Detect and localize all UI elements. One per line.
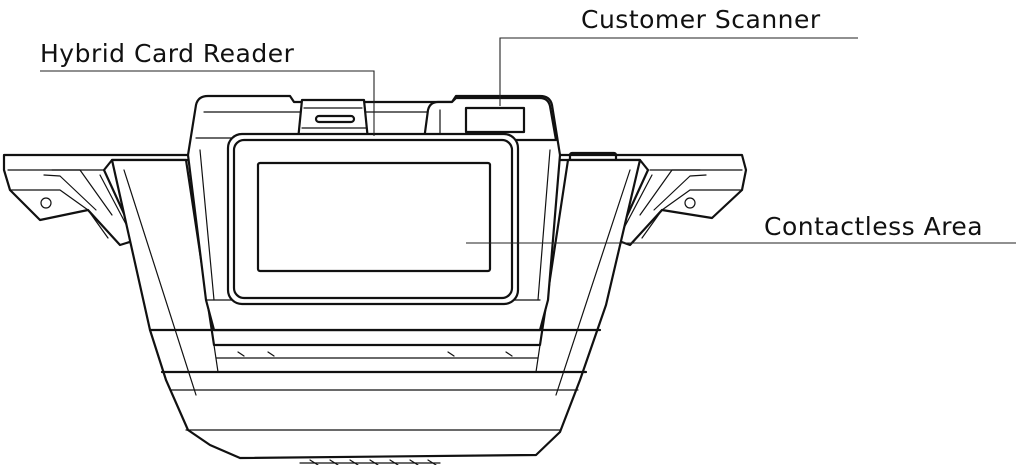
hybrid-card-reader-label: Hybrid Card Reader [40, 39, 295, 68]
contactless-area [226, 132, 520, 306]
right-wing [554, 153, 748, 247]
right-mount-hole [684, 197, 696, 209]
left-mount-hole [40, 197, 52, 209]
contactless-area-label: Contactless Area [764, 212, 984, 241]
customer-scanner [422, 96, 558, 142]
customer-scanner-label: Customer Scanner [581, 5, 821, 34]
hybrid-card-reader-leader [40, 70, 375, 136]
customer-scanner-leader [499, 37, 858, 106]
